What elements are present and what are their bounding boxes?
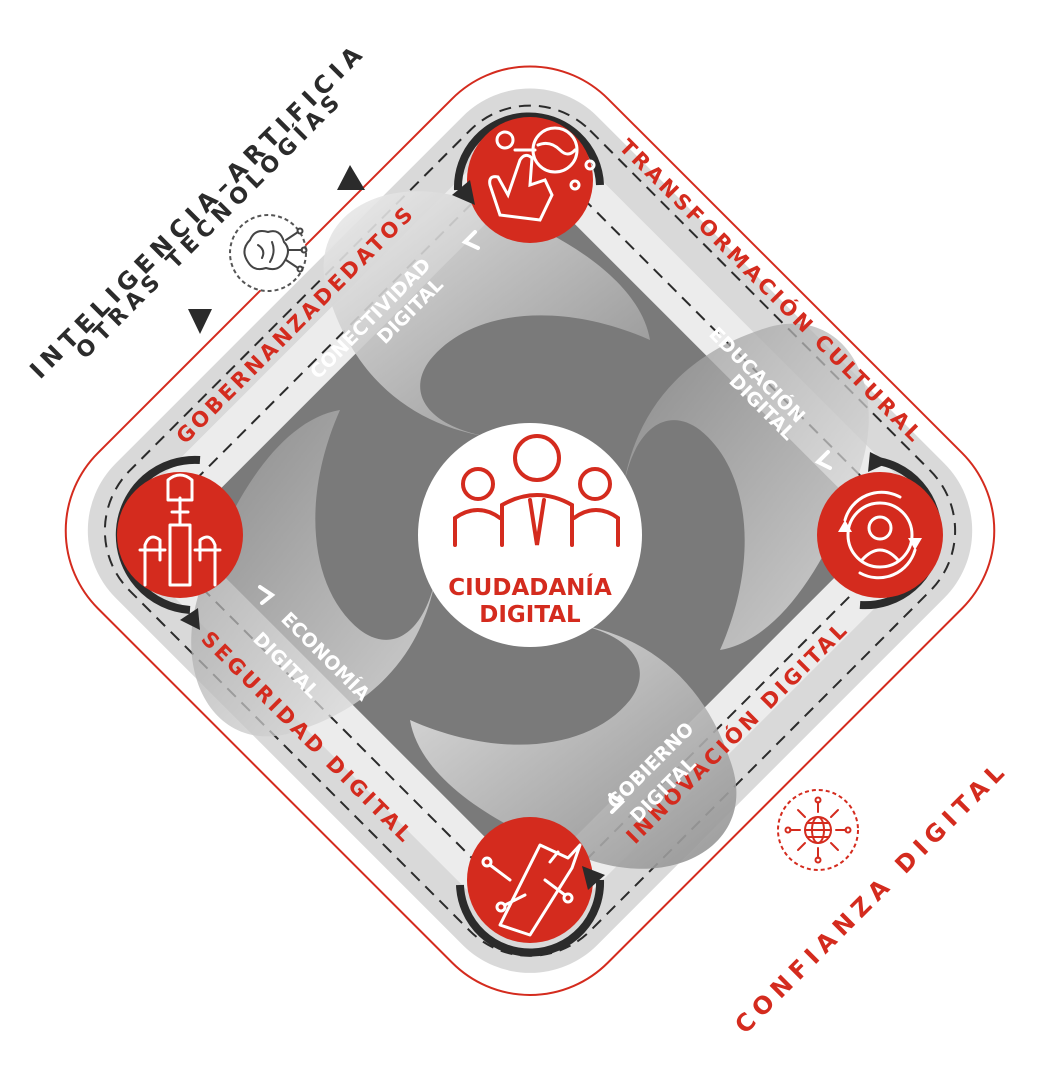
right-cycle-arrow-icon: [868, 452, 890, 472]
ai-badge: [229, 214, 308, 292]
brain-circuit-icon: [243, 227, 308, 273]
hand-touch-globe-icon: [488, 126, 596, 222]
node-bottom: [456, 817, 605, 957]
circuit-key-icon: [481, 843, 582, 937]
node-top: [452, 112, 604, 243]
center-circle: [418, 423, 642, 647]
center-title-line2: DIGITAL: [479, 602, 581, 628]
chevron-left-icon: [461, 230, 480, 250]
top-cycle-arc: [453, 112, 604, 191]
chevron-icons: [258, 230, 832, 814]
node-left: [115, 455, 243, 630]
outer-dashed-path: [103, 104, 957, 957]
arrow-down-icon: [188, 309, 212, 334]
chevron-left-icon-2: [814, 450, 832, 470]
arrow-up-icon: [337, 165, 365, 190]
chevron-right-icon: [608, 793, 626, 814]
globe-network-icon: [784, 796, 852, 864]
swirl-top: [323, 191, 650, 440]
swirl-left: [191, 410, 440, 737]
bottom-cycle-arc: [456, 879, 605, 957]
node-right: [817, 452, 943, 610]
trust-badge: [777, 789, 859, 871]
bottom-cycle-arrow-icon: [582, 866, 605, 890]
chevron-right-icon-2: [258, 585, 276, 605]
left-cycle-arrow-icon: [180, 608, 200, 630]
inner-dashed-path: [166, 167, 894, 895]
top-cycle-arrow-icon: [452, 180, 475, 205]
center-title-line1: CIUDADANÍA: [448, 573, 612, 601]
raised-fists-icon: [138, 473, 222, 587]
person-cycle-icon: [838, 490, 922, 580]
swirl-right: [620, 323, 869, 650]
swirl-bottom: [410, 620, 737, 869]
people-group-icon: [453, 434, 620, 547]
